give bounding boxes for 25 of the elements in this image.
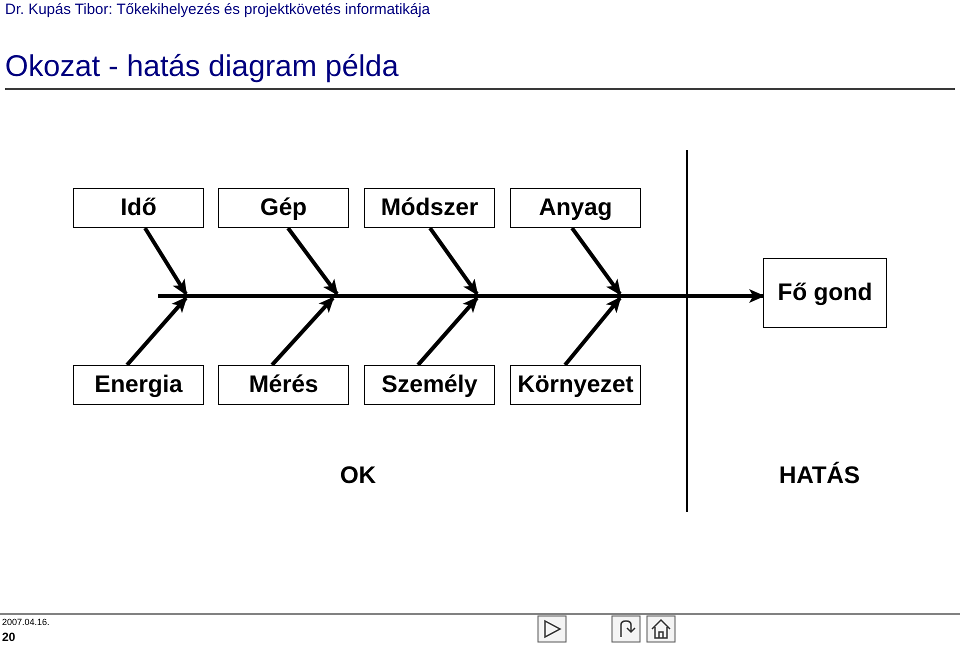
arrow — [563, 296, 622, 366]
section-label: OK — [340, 462, 376, 490]
spine-bar — [158, 294, 748, 298]
cause-box: Energia — [73, 365, 204, 405]
cause-box: Gép — [218, 188, 349, 228]
arrow — [126, 296, 188, 366]
cause-box: Módszer — [364, 188, 495, 228]
cause-box: Mérés — [218, 365, 349, 405]
section-label: HATÁS — [779, 462, 860, 490]
page-number: 20 — [2, 630, 16, 644]
arrow — [286, 226, 339, 296]
cause-box: Anyag — [510, 188, 641, 228]
cause-box: Környezet — [510, 365, 641, 405]
cause-box: Személy — [364, 365, 495, 405]
arrow — [416, 296, 478, 366]
header-text: Dr. Kupás Tibor: Tőkekihelyezés és projektkövetés informatikája — [5, 1, 430, 18]
arrow — [748, 289, 765, 303]
arrow — [143, 226, 188, 296]
arrow — [428, 226, 479, 296]
cause-box: Idő — [73, 188, 204, 228]
slide-title: Okozat - hatás diagram példa — [5, 50, 399, 84]
effect-box: Fő gond — [763, 258, 887, 328]
arrow — [270, 296, 334, 366]
date-text: 2007.04.16. — [2, 617, 50, 627]
arrow — [570, 226, 622, 296]
